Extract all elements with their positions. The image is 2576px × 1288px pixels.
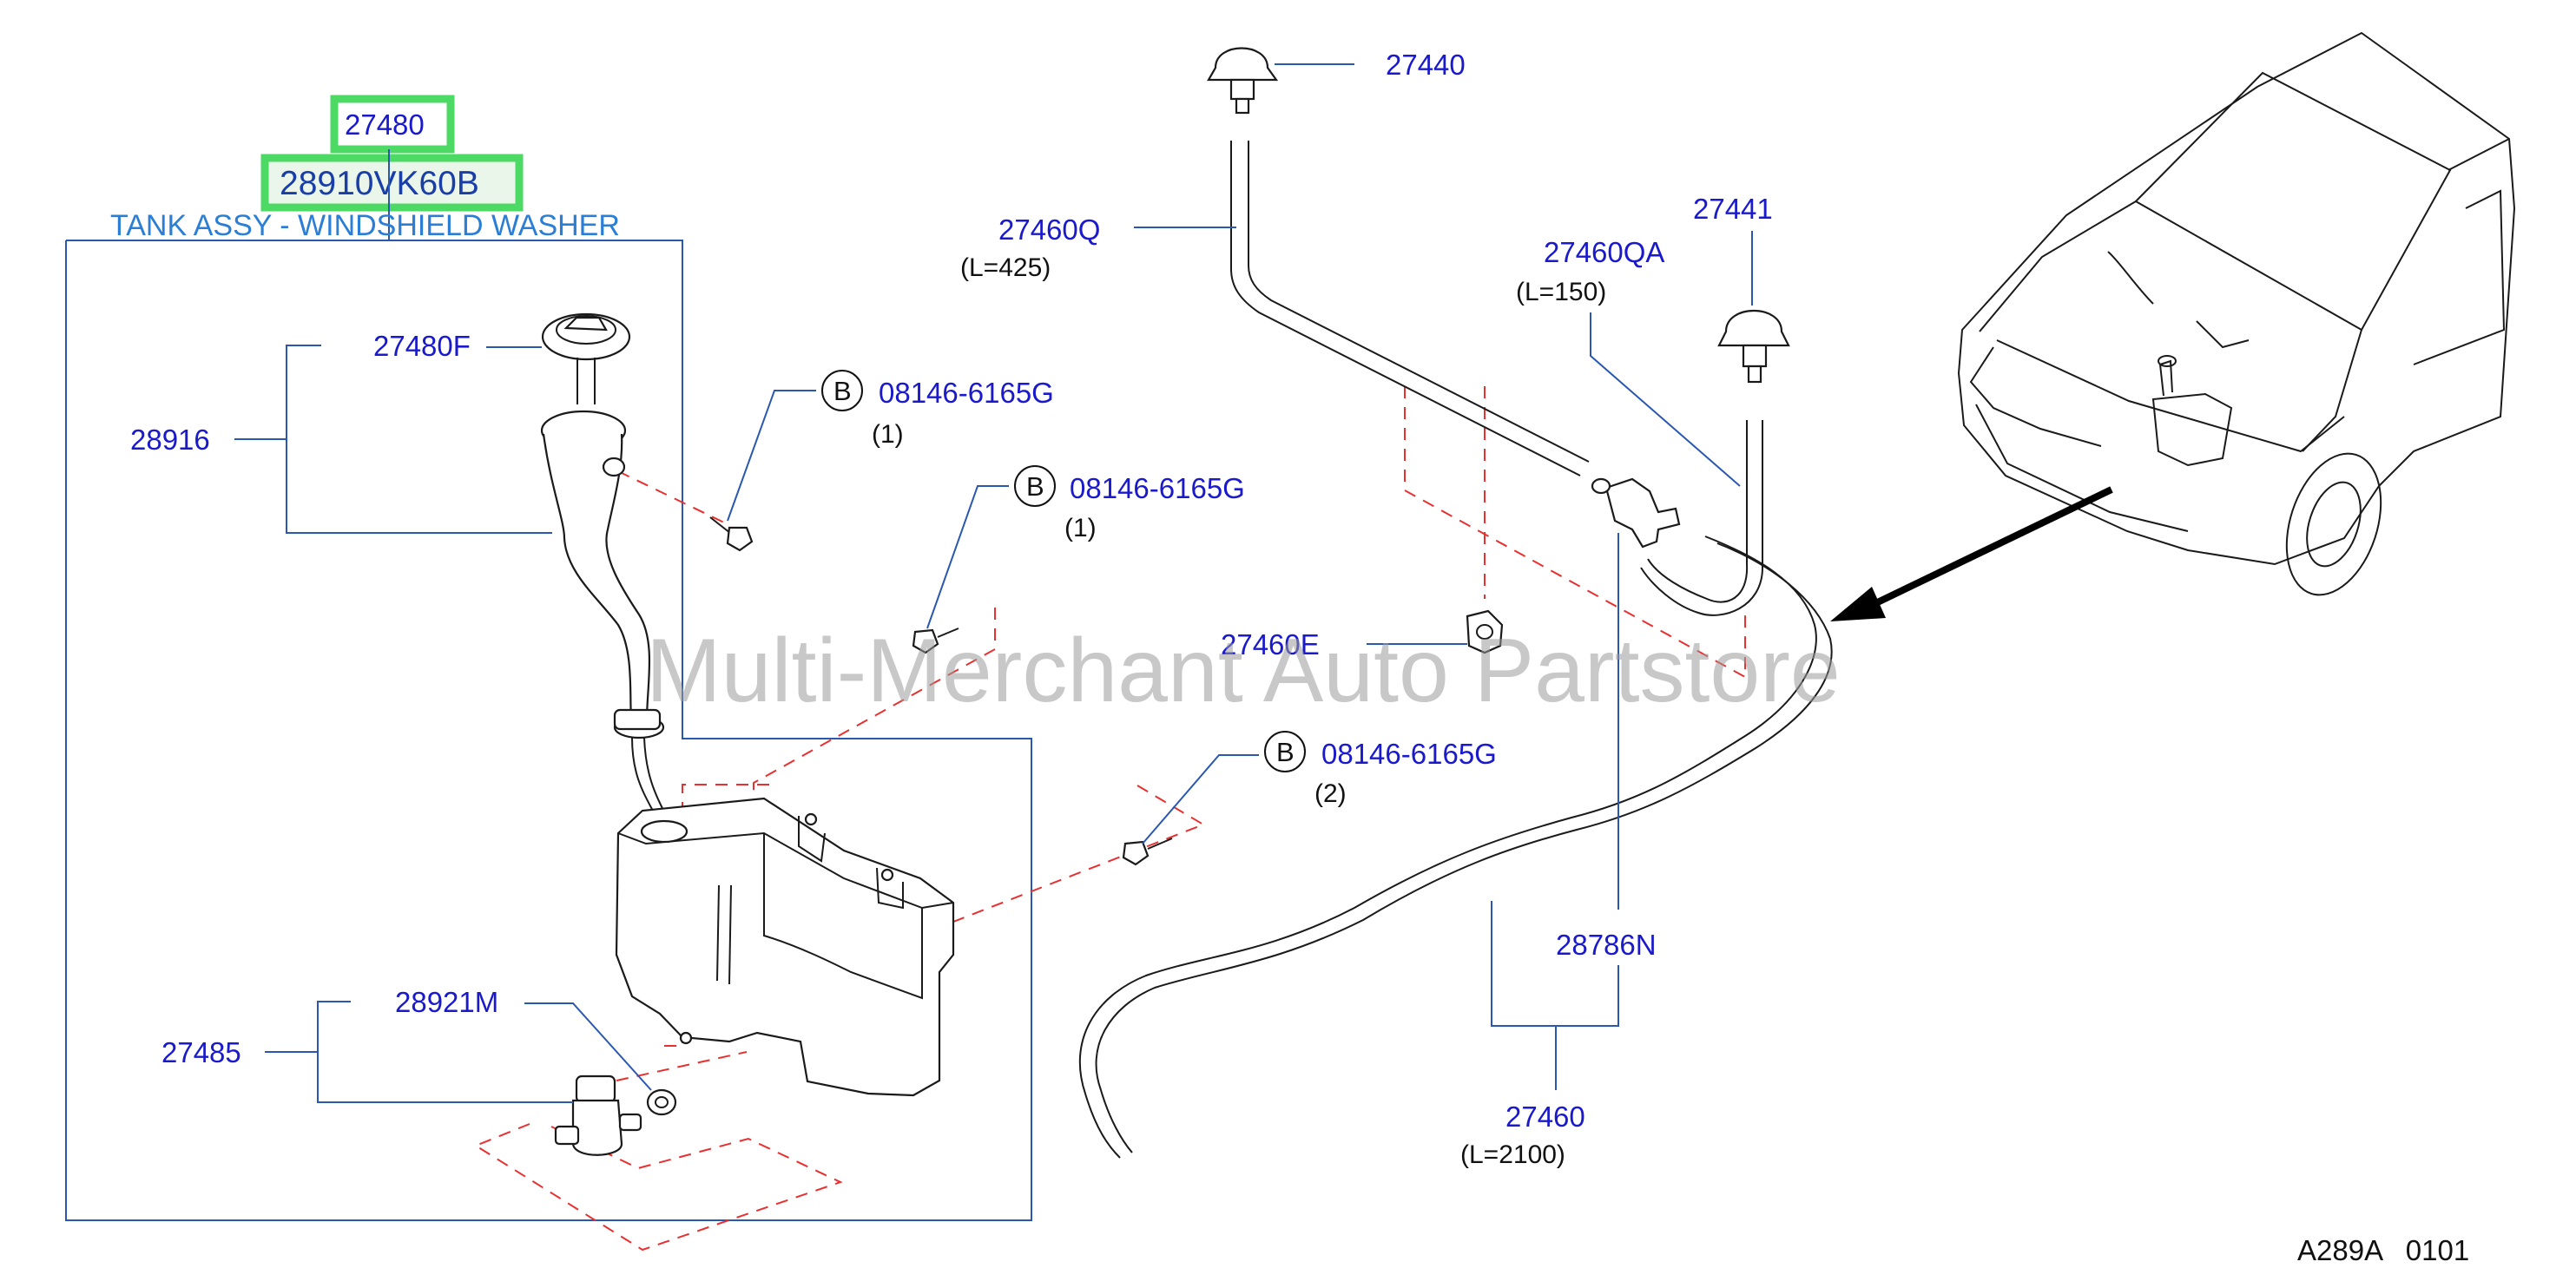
label-28786N[interactable]: 28786N	[1556, 929, 1657, 961]
tank-assembly-group-outline	[65, 240, 1032, 1221]
label-27480F[interactable]: 27480F	[373, 330, 471, 362]
filler-cap[interactable]	[541, 312, 631, 404]
bolt-1[interactable]	[709, 516, 754, 552]
bolt-marker-3: B	[1264, 731, 1306, 772]
drawing-code: A289A 0101	[2297, 1234, 2469, 1266]
selected-part-box[interactable]	[260, 154, 524, 212]
label-bolt-2-qty: (1)	[1064, 514, 1097, 542]
svg-text:B: B	[1276, 737, 1295, 767]
label-27460E[interactable]: 27460E	[1221, 628, 1320, 660]
label-27460Q[interactable]: 27460Q	[998, 214, 1100, 246]
watermark: Multi-Merchant Auto Partstore	[646, 621, 1841, 721]
washer-nozzle-27440[interactable]	[1207, 47, 1279, 115]
bolt-2[interactable]	[912, 628, 959, 654]
label-27460QA-length: (L=150)	[1516, 278, 1606, 306]
bolt-3[interactable]	[1122, 838, 1173, 866]
pump-grommet[interactable]	[646, 1088, 677, 1116]
svg-text:B: B	[1026, 471, 1044, 502]
svg-text:B: B	[833, 376, 852, 406]
vehicle-illustration	[1957, 31, 2516, 596]
label-27460[interactable]: 27460	[1505, 1101, 1585, 1133]
washer-tank[interactable]	[615, 797, 955, 1097]
label-28921M[interactable]: 28921M	[395, 986, 498, 1018]
location-arrow	[1830, 486, 2113, 621]
bolt-marker-1: B	[821, 370, 863, 411]
leader-lines	[234, 63, 1753, 1103]
label-bolt-1[interactable]: 08146-6165G	[879, 377, 1054, 409]
assembly-title: TANK ASSY - WINDSHIELD WASHER	[110, 209, 620, 242]
label-27441[interactable]: 27441	[1693, 193, 1773, 225]
label-27460Q-length: (L=425)	[960, 253, 1051, 282]
hose-clip-27460E[interactable]	[1466, 609, 1504, 654]
part-number-box[interactable]	[330, 95, 455, 154]
hose-27460Q[interactable]	[1230, 141, 1590, 476]
label-bolt-2[interactable]: 08146-6165G	[1070, 472, 1245, 504]
bolt-marker-2: B	[1014, 465, 1056, 507]
label-27485[interactable]: 27485	[161, 1036, 241, 1068]
hose-joint-28786N[interactable]	[1591, 477, 1681, 549]
hose-27460QA[interactable]	[1640, 420, 1763, 616]
label-bolt-1-qty: (1)	[872, 420, 904, 449]
washer-nozzle-27441[interactable]	[1717, 309, 1790, 384]
label-27460-length: (L=2100)	[1460, 1140, 1565, 1169]
selected-part-number[interactable]: 28910VK60B	[280, 165, 479, 202]
label-27460QA[interactable]: 27460QA	[1544, 236, 1664, 268]
label-bolt-3-qty: (2)	[1314, 779, 1347, 808]
part-number-27480[interactable]: 27480	[345, 108, 425, 141]
washer-pump[interactable]	[554, 1074, 642, 1156]
label-27440[interactable]: 27440	[1386, 49, 1466, 81]
filler-neck[interactable]	[540, 410, 671, 825]
label-28916[interactable]: 28916	[130, 424, 210, 456]
label-bolt-3[interactable]: 08146-6165G	[1321, 738, 1497, 770]
hose-27460[interactable]	[1078, 536, 1833, 1159]
